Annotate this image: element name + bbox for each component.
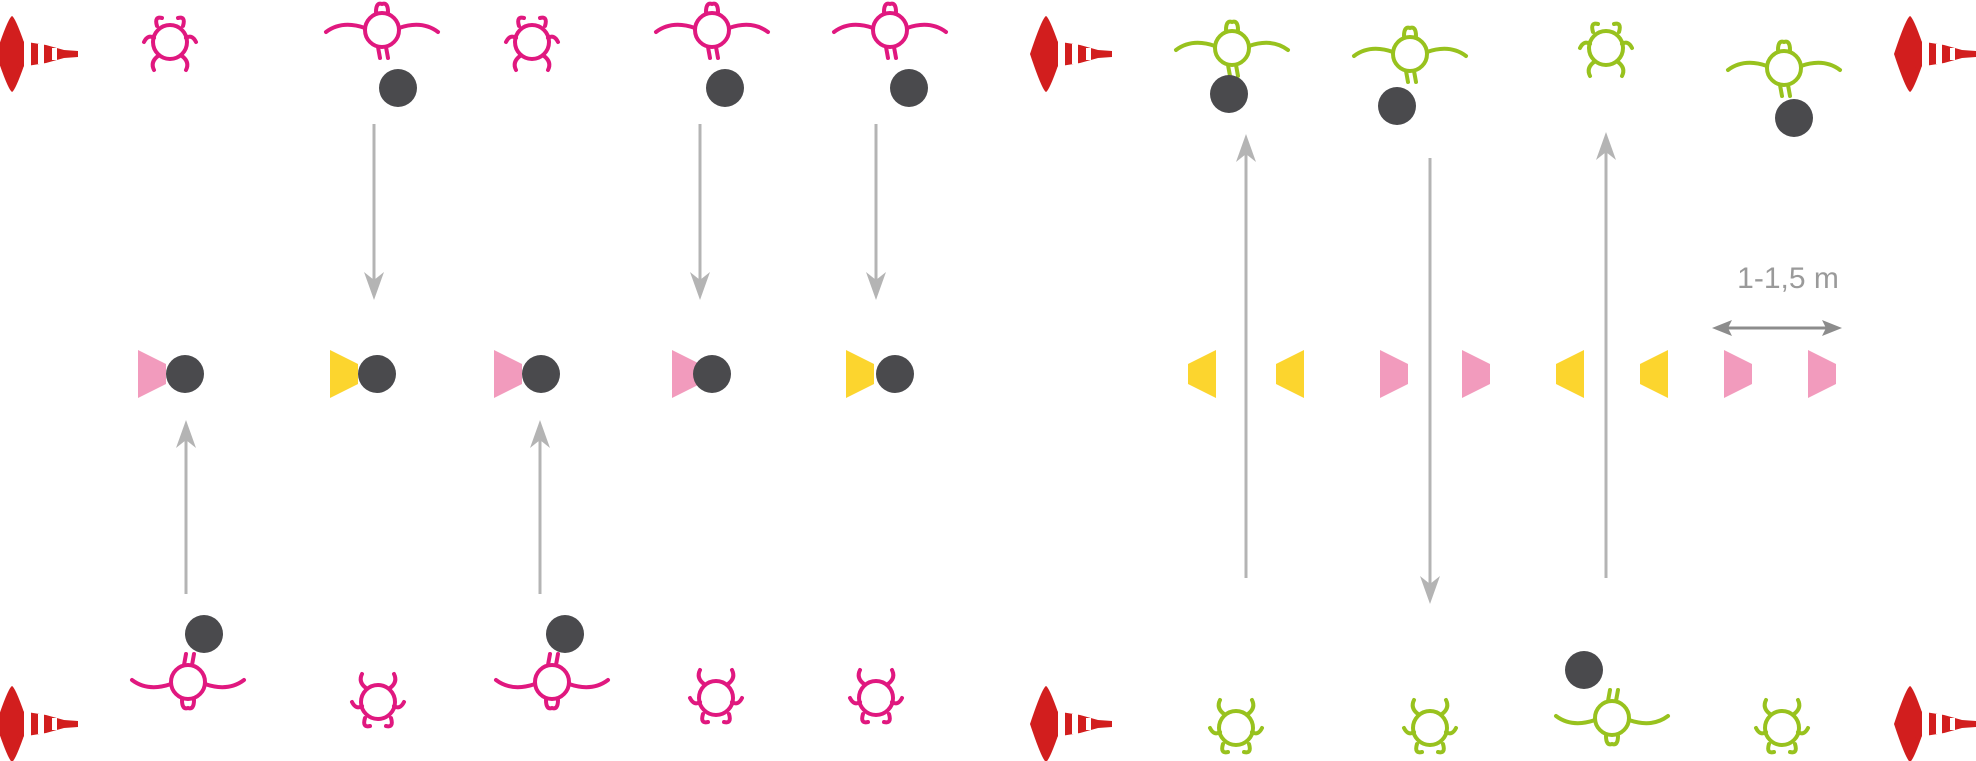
- player-icon: [848, 668, 904, 725]
- left-gates: [138, 350, 874, 398]
- cone-icon: [0, 16, 78, 92]
- arrow-icon: [1596, 132, 1616, 578]
- right-arrows: [1236, 132, 1616, 604]
- flag-icon: [1276, 350, 1304, 398]
- right-drill: [1174, 19, 1842, 755]
- left-balls: [166, 69, 928, 653]
- cone-icon: [1030, 16, 1112, 92]
- arrow-icon: [690, 124, 710, 300]
- player-icon: [832, 1, 948, 60]
- ball-icon: [166, 355, 204, 393]
- cone-icon: [1030, 686, 1112, 761]
- ball-icon: [876, 355, 914, 393]
- right-balls: [1210, 75, 1813, 689]
- cone-icon: [0, 686, 78, 761]
- ball-icon: [693, 355, 731, 393]
- ball-icon: [1775, 99, 1813, 137]
- player-icon: [1208, 698, 1264, 755]
- player-icon: [654, 1, 770, 60]
- flag-icon: [1556, 350, 1584, 398]
- flag-icon: [1462, 350, 1490, 398]
- flag-icon: [1188, 350, 1216, 398]
- player-icon: [1578, 21, 1634, 78]
- player-icon: [350, 672, 406, 729]
- player-icon: [130, 652, 246, 711]
- flag-icon: [1380, 350, 1408, 398]
- flag-icon: [494, 350, 522, 398]
- right-gates: [1188, 350, 1836, 398]
- cone-icon: [1894, 686, 1976, 761]
- arrow-icon: [866, 124, 886, 300]
- arrow-icon: [1236, 134, 1256, 578]
- arrow-icon: [364, 124, 384, 300]
- ball-icon: [358, 355, 396, 393]
- left-drill: [130, 1, 948, 729]
- player-icon: [1554, 688, 1670, 747]
- ball-icon: [522, 355, 560, 393]
- player-icon: [1174, 19, 1290, 78]
- ball-icon: [379, 69, 417, 107]
- flag-icon: [1640, 350, 1668, 398]
- ball-icon: [1378, 87, 1416, 125]
- player-icon: [1754, 698, 1810, 755]
- ball-icon: [1565, 651, 1603, 689]
- player-icon: [688, 668, 744, 725]
- flag-icon: [330, 350, 358, 398]
- flag-icon: [846, 350, 874, 398]
- player-icon: [1402, 698, 1458, 755]
- flag-icon: [1724, 350, 1752, 398]
- player-icon: [1352, 25, 1468, 84]
- cone-icon: [1894, 16, 1976, 92]
- flag-icon: [1808, 350, 1836, 398]
- player-icon: [142, 15, 198, 72]
- player-icon: [504, 15, 560, 72]
- left-arrows: [176, 124, 886, 594]
- distance-dimension: 1-1,5 m: [1712, 262, 1842, 336]
- distance-label: 1-1,5 m: [1737, 262, 1839, 295]
- arrow-icon: [176, 420, 196, 594]
- player-icon: [1726, 39, 1842, 98]
- cones: [0, 16, 1976, 761]
- ball-icon: [1210, 75, 1248, 113]
- player-icon: [324, 1, 440, 60]
- arrow-icon: [530, 420, 550, 594]
- ball-icon: [546, 615, 584, 653]
- ball-icon: [706, 69, 744, 107]
- player-icon: [494, 652, 610, 711]
- flag-icon: [138, 350, 166, 398]
- arrow-icon: [1420, 158, 1440, 604]
- ball-icon: [890, 69, 928, 107]
- ball-icon: [185, 615, 223, 653]
